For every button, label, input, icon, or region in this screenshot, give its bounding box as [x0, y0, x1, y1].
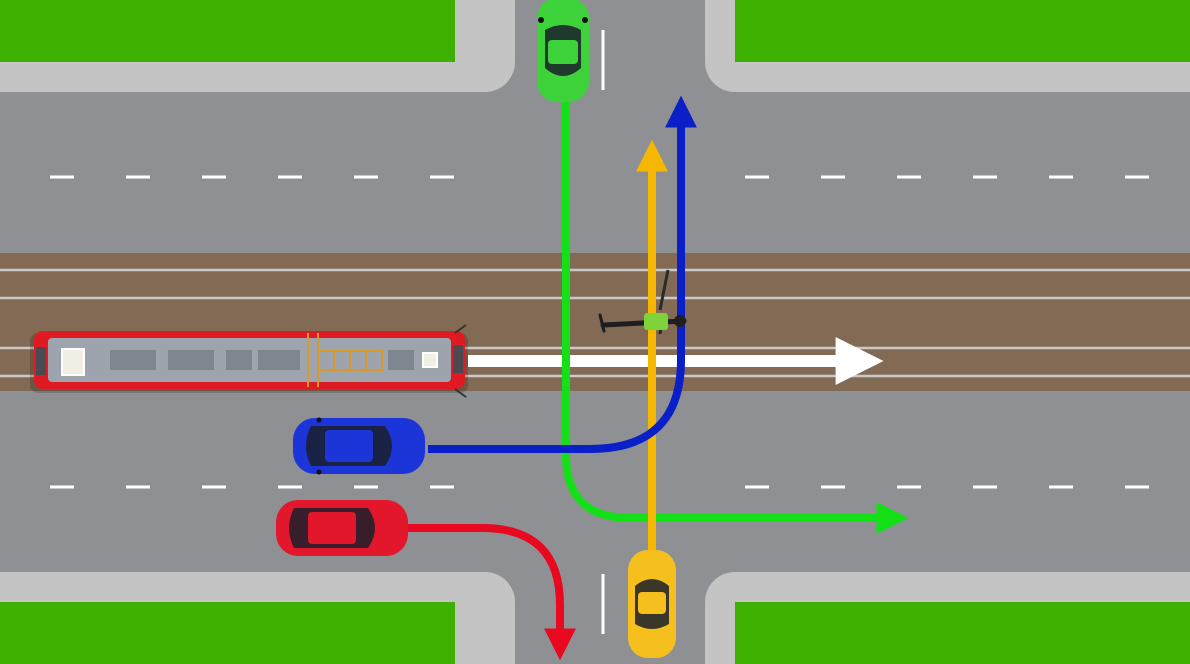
green-car-path-arrow	[562, 100, 909, 534]
blue-car	[293, 417, 425, 475]
yellow-car	[628, 550, 676, 658]
red-car	[276, 500, 408, 556]
tram	[30, 324, 468, 398]
lane-markings	[50, 30, 1190, 634]
traffic-controller	[598, 269, 687, 335]
blue-car-path-arrow	[428, 95, 697, 453]
green-car	[537, 0, 589, 102]
red-car-path-arrow	[408, 524, 576, 661]
